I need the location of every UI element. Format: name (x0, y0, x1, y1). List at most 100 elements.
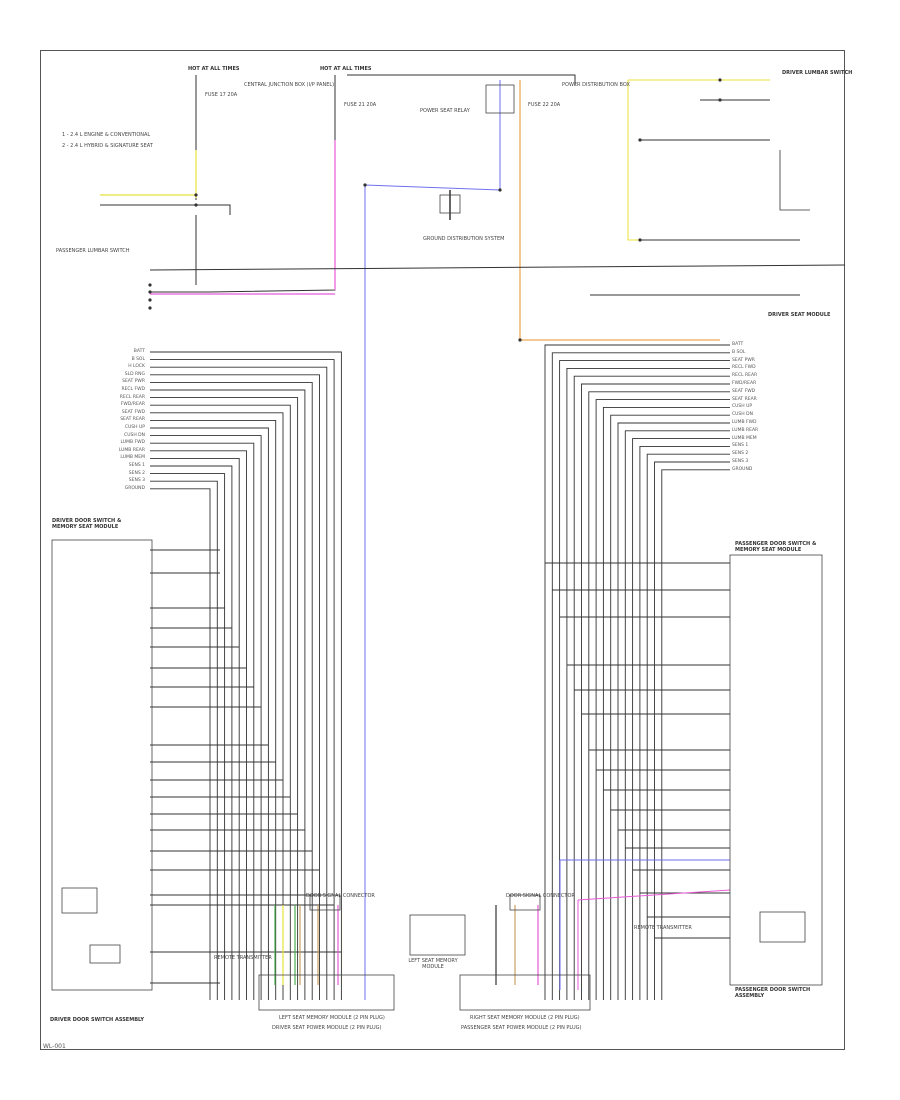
left-bundle-wire (200, 457, 240, 1000)
lumbar-switch-internal (779, 150, 810, 211)
right-bundle-wire (661, 469, 680, 1000)
pin-label: B SOL (732, 349, 746, 355)
left-bundle-wire (200, 351, 342, 1000)
splice-dot (194, 203, 198, 207)
left-seat-label: LEFT SEAT MEMORY MODULE (2 PIN PLUG) (279, 1015, 385, 1021)
pin-label: B SOL (131, 356, 145, 362)
left-bundle-wire (200, 435, 262, 1000)
pin-label: CUSH UP (732, 404, 753, 410)
left-bundle-wire (200, 374, 320, 1000)
left-connector-label: DOOR SIGNAL CONNECTOR (306, 893, 375, 899)
left-bundle-wire (200, 397, 299, 1000)
right-seat-sub-label: PASSENGER SEAT POWER MODULE (2 PIN PLUG) (461, 1025, 582, 1031)
pin-label: SEAT REAR (732, 396, 757, 402)
relay-label: POWER SEAT RELAY (420, 108, 470, 114)
fuse-center-label: FUSE 21 20A (344, 102, 377, 108)
left-bundle-wire (200, 442, 255, 1000)
pin-label: CUSH UP (124, 425, 145, 430)
pin-label: FWD/REAR (120, 402, 145, 408)
left-remote-2 (89, 944, 121, 964)
pin-label: LUMB FWD (732, 420, 757, 425)
left-splice-wire (100, 204, 231, 215)
left-bundle-wire (200, 450, 247, 1000)
splice-dot (638, 238, 642, 242)
right-connector-label: DOOR SIGNAL CONNECTOR (506, 893, 575, 899)
left-remote-label: REMOTE TRANSMITTER (214, 955, 272, 961)
driver-lumbar-label: DRIVER LUMBAR SWITCH (782, 70, 853, 76)
passenger-lumbar-label: PASSENGER LUMBAR SWITCH (56, 248, 130, 254)
right-bundle-wire (573, 375, 680, 1000)
pin-label: SEAT FWD (732, 388, 756, 394)
right-seat-connector (459, 974, 591, 1011)
top-bus (347, 74, 576, 85)
pin-label: SENS 1 (128, 463, 145, 468)
pin-label: GROUND (124, 485, 145, 491)
right-bundle-wire (617, 422, 680, 1000)
orange-wire (519, 80, 720, 341)
pin-label: RECL FWD (732, 365, 756, 371)
splice-dot (148, 306, 152, 310)
pin-label: GROUND (732, 466, 753, 472)
splice-dot (148, 283, 152, 287)
pin-label: SEAT REAR (120, 417, 145, 423)
ground-box (439, 194, 461, 214)
splice-dot (718, 78, 722, 82)
pin-label: LUMB FWD (120, 440, 145, 446)
right-bundle-wire (595, 399, 680, 1000)
right-remote-box (759, 911, 806, 943)
right-bundle-wire (551, 352, 680, 1000)
pin-label: LUMB REAR (118, 447, 145, 453)
right-signal-plug (509, 894, 541, 911)
right-bundle-wire (544, 344, 680, 1000)
center-connector (409, 914, 466, 956)
right-bundle-wire (610, 414, 680, 1000)
pin-label: SENS 3 (128, 478, 145, 484)
pin-label: H LOCK (128, 364, 145, 370)
right-bundle-wire (588, 391, 680, 1000)
pin-label: SENS 2 (732, 451, 749, 457)
left-bundle-wire (200, 473, 226, 1000)
splice-dot (498, 188, 502, 192)
pin-label: RECL REAR (732, 373, 758, 379)
pin-label: LUMB MEM (120, 455, 145, 461)
pin-label: BATT (133, 349, 145, 354)
left-bundle-wire (200, 404, 291, 1000)
left-bundle-wire (200, 465, 233, 1000)
pin-label: RECL FWD (121, 387, 145, 392)
left-module-footer: DRIVER DOOR SWITCH ASSEMBLY (50, 1017, 145, 1023)
pin-label: LUMB MEM (732, 435, 757, 441)
blue-wire-left (364, 80, 501, 1000)
pin-label: BATT (732, 342, 744, 347)
right-bundle-wire (646, 453, 680, 1000)
driver-seat-module-label: DRIVER SEAT MODULE (768, 312, 831, 318)
pin-label: SEAT PWR (122, 379, 145, 385)
yellow-loop-left (627, 80, 720, 241)
pin-label: RECL REAR (119, 394, 145, 400)
cross-bus (149, 264, 846, 271)
pink-wire-right-h (577, 889, 731, 901)
splice-dot (148, 298, 152, 302)
legend-line-2: 2 - 2.4 L HYBRID & SIGNATURE SEAT (62, 143, 153, 149)
pin-label: SEAT FWD (121, 409, 145, 415)
left-remote-box (61, 887, 98, 914)
center-conn-label: LEFT SEAT MEMORY MODULE (408, 958, 458, 970)
left-bundle-wire (200, 427, 269, 1000)
pin-label: SEAT PWR (732, 357, 755, 363)
right-bundle-wire (639, 445, 680, 1000)
right-bundle-wire (566, 367, 680, 1000)
left-bundle-wire (200, 389, 306, 1000)
left-seat-connector (258, 974, 395, 1011)
splice-dot (148, 290, 152, 294)
fuse-left-label: FUSE 17 20A (205, 92, 238, 98)
pin-label: SLD RNG (124, 371, 145, 377)
splice-dot (194, 193, 198, 197)
splice-dot (363, 183, 367, 187)
splice-dot (718, 98, 722, 102)
right-module-box (729, 554, 823, 986)
ground-dist-label: GROUND DISTRIBUTION SYSTEM (423, 236, 505, 242)
diagram-code: WL-001 (43, 1043, 66, 1050)
fuse-right-label: FUSE 22 20A (528, 102, 561, 108)
left-bundle-wire (200, 488, 211, 1000)
pin-label: SENS 3 (732, 459, 749, 464)
